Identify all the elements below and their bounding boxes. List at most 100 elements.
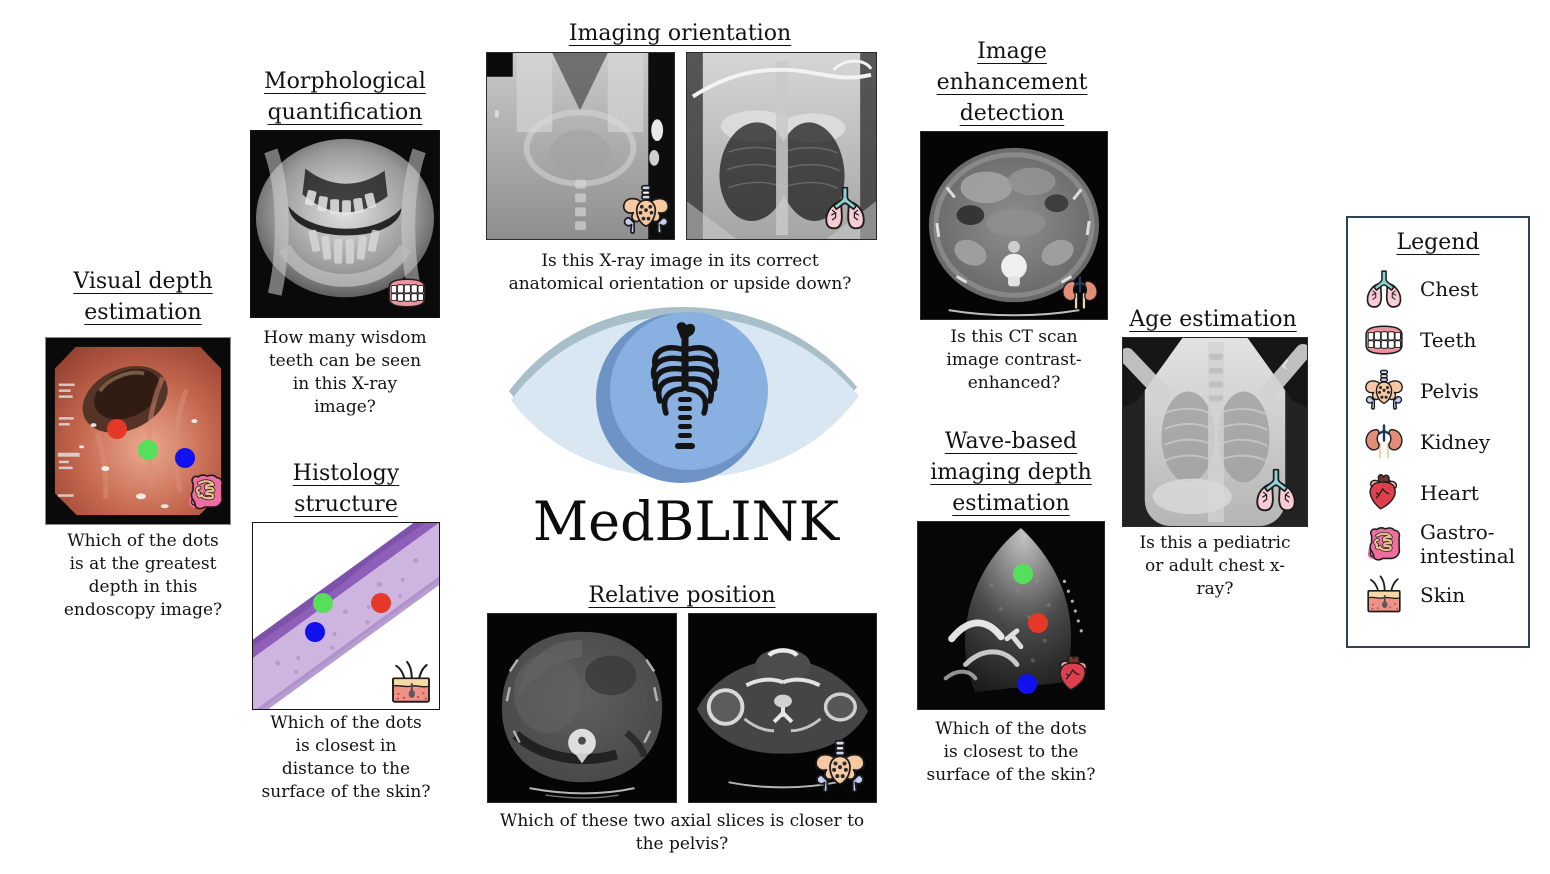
legend-label: Pelvis — [1420, 378, 1479, 403]
section-title-morphological-quantification: Morphological quantification — [240, 66, 450, 128]
caption-imaging-orientation: Is this X-ray image in its correct anato… — [470, 250, 890, 296]
caption-line: Which of the dots — [270, 713, 422, 733]
legend: Legend Chest Teeth Pelvis Kidney Heart G… — [1346, 216, 1530, 648]
caption-line: Is this CT scan — [950, 327, 1078, 347]
legend-items: Chest Teeth Pelvis Kidney Heart Gastro-i… — [1348, 255, 1528, 620]
heart-icon — [1052, 650, 1096, 698]
depth-dot-green — [138, 440, 158, 460]
pediatric-chest-xray-image: L — [1122, 337, 1308, 527]
skin-icon — [1362, 573, 1406, 617]
section-title-histology-structure: Histology structure — [241, 458, 451, 520]
section-title-age-estimation: Age estimation — [1118, 304, 1308, 335]
caption-line: distance to the — [281, 759, 411, 779]
gastrointestinal-icon — [1362, 522, 1406, 566]
chest-icon — [1362, 267, 1406, 311]
legend-label: Heart — [1420, 480, 1479, 505]
caption-line: the pelvis? — [635, 834, 729, 854]
caption-line: Which of these two axial slices is close… — [499, 811, 865, 831]
caption-line: How many wisdom — [263, 328, 427, 348]
section-title-wave-based-depth: Wave-based imaging depth estimation — [916, 426, 1106, 519]
caption-line: is closest to the — [943, 742, 1079, 762]
title-line: Wave-based — [944, 429, 1078, 454]
legend-item-heart: Heart — [1362, 467, 1520, 518]
chest-icon — [819, 183, 871, 233]
legend-item-chest: Chest — [1362, 263, 1520, 314]
legend-item-kidney: Kidney — [1362, 416, 1520, 467]
caption-line: anatomical orientation or upside down? — [508, 274, 852, 294]
caption-wave-based-depth: Which of the dots is closest to the surf… — [916, 718, 1106, 787]
title-line: Image — [977, 39, 1047, 64]
caption-line: or adult chest x- — [1145, 556, 1285, 576]
ct-axial-shoulders-art — [689, 614, 876, 802]
caption-line: image contrast- — [946, 350, 1082, 370]
title-line: imaging depth — [930, 460, 1092, 485]
pelvis-icon — [1362, 369, 1406, 413]
caption-line: is at the greatest — [69, 554, 217, 574]
caption-line: Is this X-ray image in its correct — [541, 251, 819, 271]
chest-icon — [1251, 464, 1301, 516]
caption-line: Is this a pediatric — [1139, 533, 1291, 553]
caption-relative-position: Which of these two axial slices is close… — [462, 810, 902, 856]
title-line: Age estimation — [1129, 307, 1297, 332]
ct-axial-abdomen-image — [487, 613, 677, 803]
teeth-icon — [1362, 318, 1406, 362]
legend-label: Teeth — [1420, 327, 1477, 352]
eye-ribcage-logo — [509, 307, 859, 483]
title-line: Histology — [292, 461, 400, 486]
depth-dot-blue — [175, 448, 195, 468]
teeth-icon — [379, 271, 435, 315]
ct-axial-shoulders-image — [688, 613, 877, 803]
caption-line: depth in this — [88, 577, 198, 597]
pelvis-xray-upside-down-image — [486, 52, 675, 240]
kidney-icon — [1056, 272, 1104, 314]
caption-age-estimation: Is this a pediatric or adult chest x- ra… — [1123, 532, 1307, 601]
gastrointestinal-icon — [183, 468, 229, 516]
title-line: Morphological — [264, 69, 426, 94]
caption-line: Which of the dots — [935, 719, 1087, 739]
endoscopy-art — [46, 338, 230, 524]
legend-label: Skin — [1420, 582, 1466, 607]
title-line: structure — [294, 492, 398, 517]
ct-axial-abdomen-art — [488, 614, 676, 802]
cardiac-ultrasound-image — [917, 521, 1105, 710]
caption-line: image? — [314, 397, 376, 417]
chest-xray-upside-down-image — [686, 52, 877, 240]
heart-icon — [1362, 471, 1406, 515]
age-xray-art: L — [1123, 338, 1307, 526]
pelvis-icon — [811, 736, 869, 800]
histology-slide-image — [252, 522, 440, 710]
title-line: estimation — [84, 300, 202, 325]
title-line: estimation — [952, 491, 1070, 516]
wave-dot-green — [1013, 564, 1033, 584]
section-title-visual-depth-estimation: Visual depth estimation — [38, 266, 248, 328]
caption-line: endoscopy image? — [63, 600, 223, 620]
ct-abdomen-contrast-image — [920, 131, 1108, 320]
histology-dot-red — [371, 593, 391, 613]
legend-item-pelvis: Pelvis — [1362, 365, 1520, 416]
ultrasound-art — [918, 522, 1104, 709]
caption-line: surface of the skin? — [926, 765, 1096, 785]
caption-line: in this X-ray — [292, 374, 398, 394]
caption-line: Which of the dots — [67, 531, 219, 551]
section-title-relative-position: Relative position — [532, 580, 832, 611]
kidney-icon — [1362, 420, 1406, 464]
wave-dot-blue — [1017, 674, 1037, 694]
title-line: Visual depth — [73, 269, 213, 294]
caption-line: enhanced? — [967, 373, 1061, 393]
ct-contrast-art — [921, 132, 1107, 319]
legend-label: Kidney — [1420, 429, 1491, 454]
caption-visual-depth-estimation: Which of the dots is at the greatest dep… — [28, 530, 258, 622]
skin-icon — [384, 658, 438, 708]
legend-item-gastrointestinal: Gastro-intestinal — [1362, 518, 1520, 569]
title-line: Imaging orientation — [568, 21, 792, 46]
histology-dot-green — [313, 593, 333, 613]
legend-label: Gastro-intestinal — [1420, 519, 1516, 568]
legend-title: Legend — [1396, 230, 1480, 255]
pelvis-icon — [619, 183, 673, 239]
title-line: detection — [959, 101, 1065, 126]
caption-histology-structure: Which of the dots is closest in distance… — [241, 712, 451, 804]
legend-item-teeth: Teeth — [1362, 314, 1520, 365]
wave-dot-red — [1028, 613, 1048, 633]
section-title-image-enhancement-detection: Image enhancement detection — [917, 36, 1107, 129]
